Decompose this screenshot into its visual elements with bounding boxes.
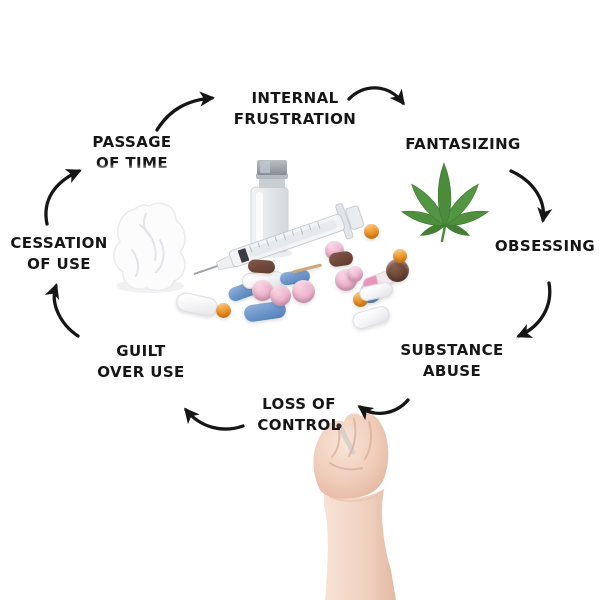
fist [313,413,389,499]
node-label-line: OF TIME [95,154,169,172]
pill-pink [251,279,273,301]
node-label-line: CONTROL [257,416,341,434]
syringe-icon [193,203,365,276]
pill-pink [347,266,363,282]
node-label-line: OF USE [27,255,91,273]
node-cessation-of-use: CESSATION OF USE [10,233,107,275]
node-label-line: FANTASIZING [405,135,521,153]
pill-brown [328,250,354,268]
node-label-line: INTERNAL [251,89,339,107]
node-label-line: OBSESSING [494,237,596,255]
node-passage-of-time: PASSAGE OF TIME [92,132,171,174]
pill-pink [291,279,315,303]
crumpled-tissue-icon [113,202,186,293]
node-label-line: PASSAGE [92,133,172,151]
node-label-line: FRUSTRATION [233,110,357,128]
node-label-line: CESSATION [10,234,108,252]
node-label-line: ABUSE [422,362,482,380]
hand-holding-marker [313,413,396,600]
node-loss-of-control: LOSS OF CONTROL [257,394,340,436]
node-label-line: SUBSTANCE [400,341,504,359]
pill-brown [247,258,275,274]
node-obsessing: OBSESSING [495,236,595,257]
pill-orange [215,302,231,318]
node-label-line: GUILT [116,342,166,360]
node-internal-frustration: INTERNAL FRUSTRATION [234,88,357,130]
node-label-line: LOSS OF [262,395,336,413]
node-guilt-over-use: GUILT OVER USE [97,341,184,383]
cannabis-leaf-icon [400,162,490,243]
node-substance-abuse: SUBSTANCE ABUSE [400,340,503,382]
node-label-line: OVER USE [97,363,185,381]
pill-white [350,303,392,331]
pill-white [174,290,220,318]
marker-tip [336,423,342,429]
pill-orange [393,249,407,263]
marker-pen [337,424,356,455]
forearm [324,489,396,600]
pill-brown [385,258,409,282]
pill-orange [363,223,379,239]
node-fantasizing: FANTASIZING [405,134,520,155]
pill-pink [269,284,291,306]
